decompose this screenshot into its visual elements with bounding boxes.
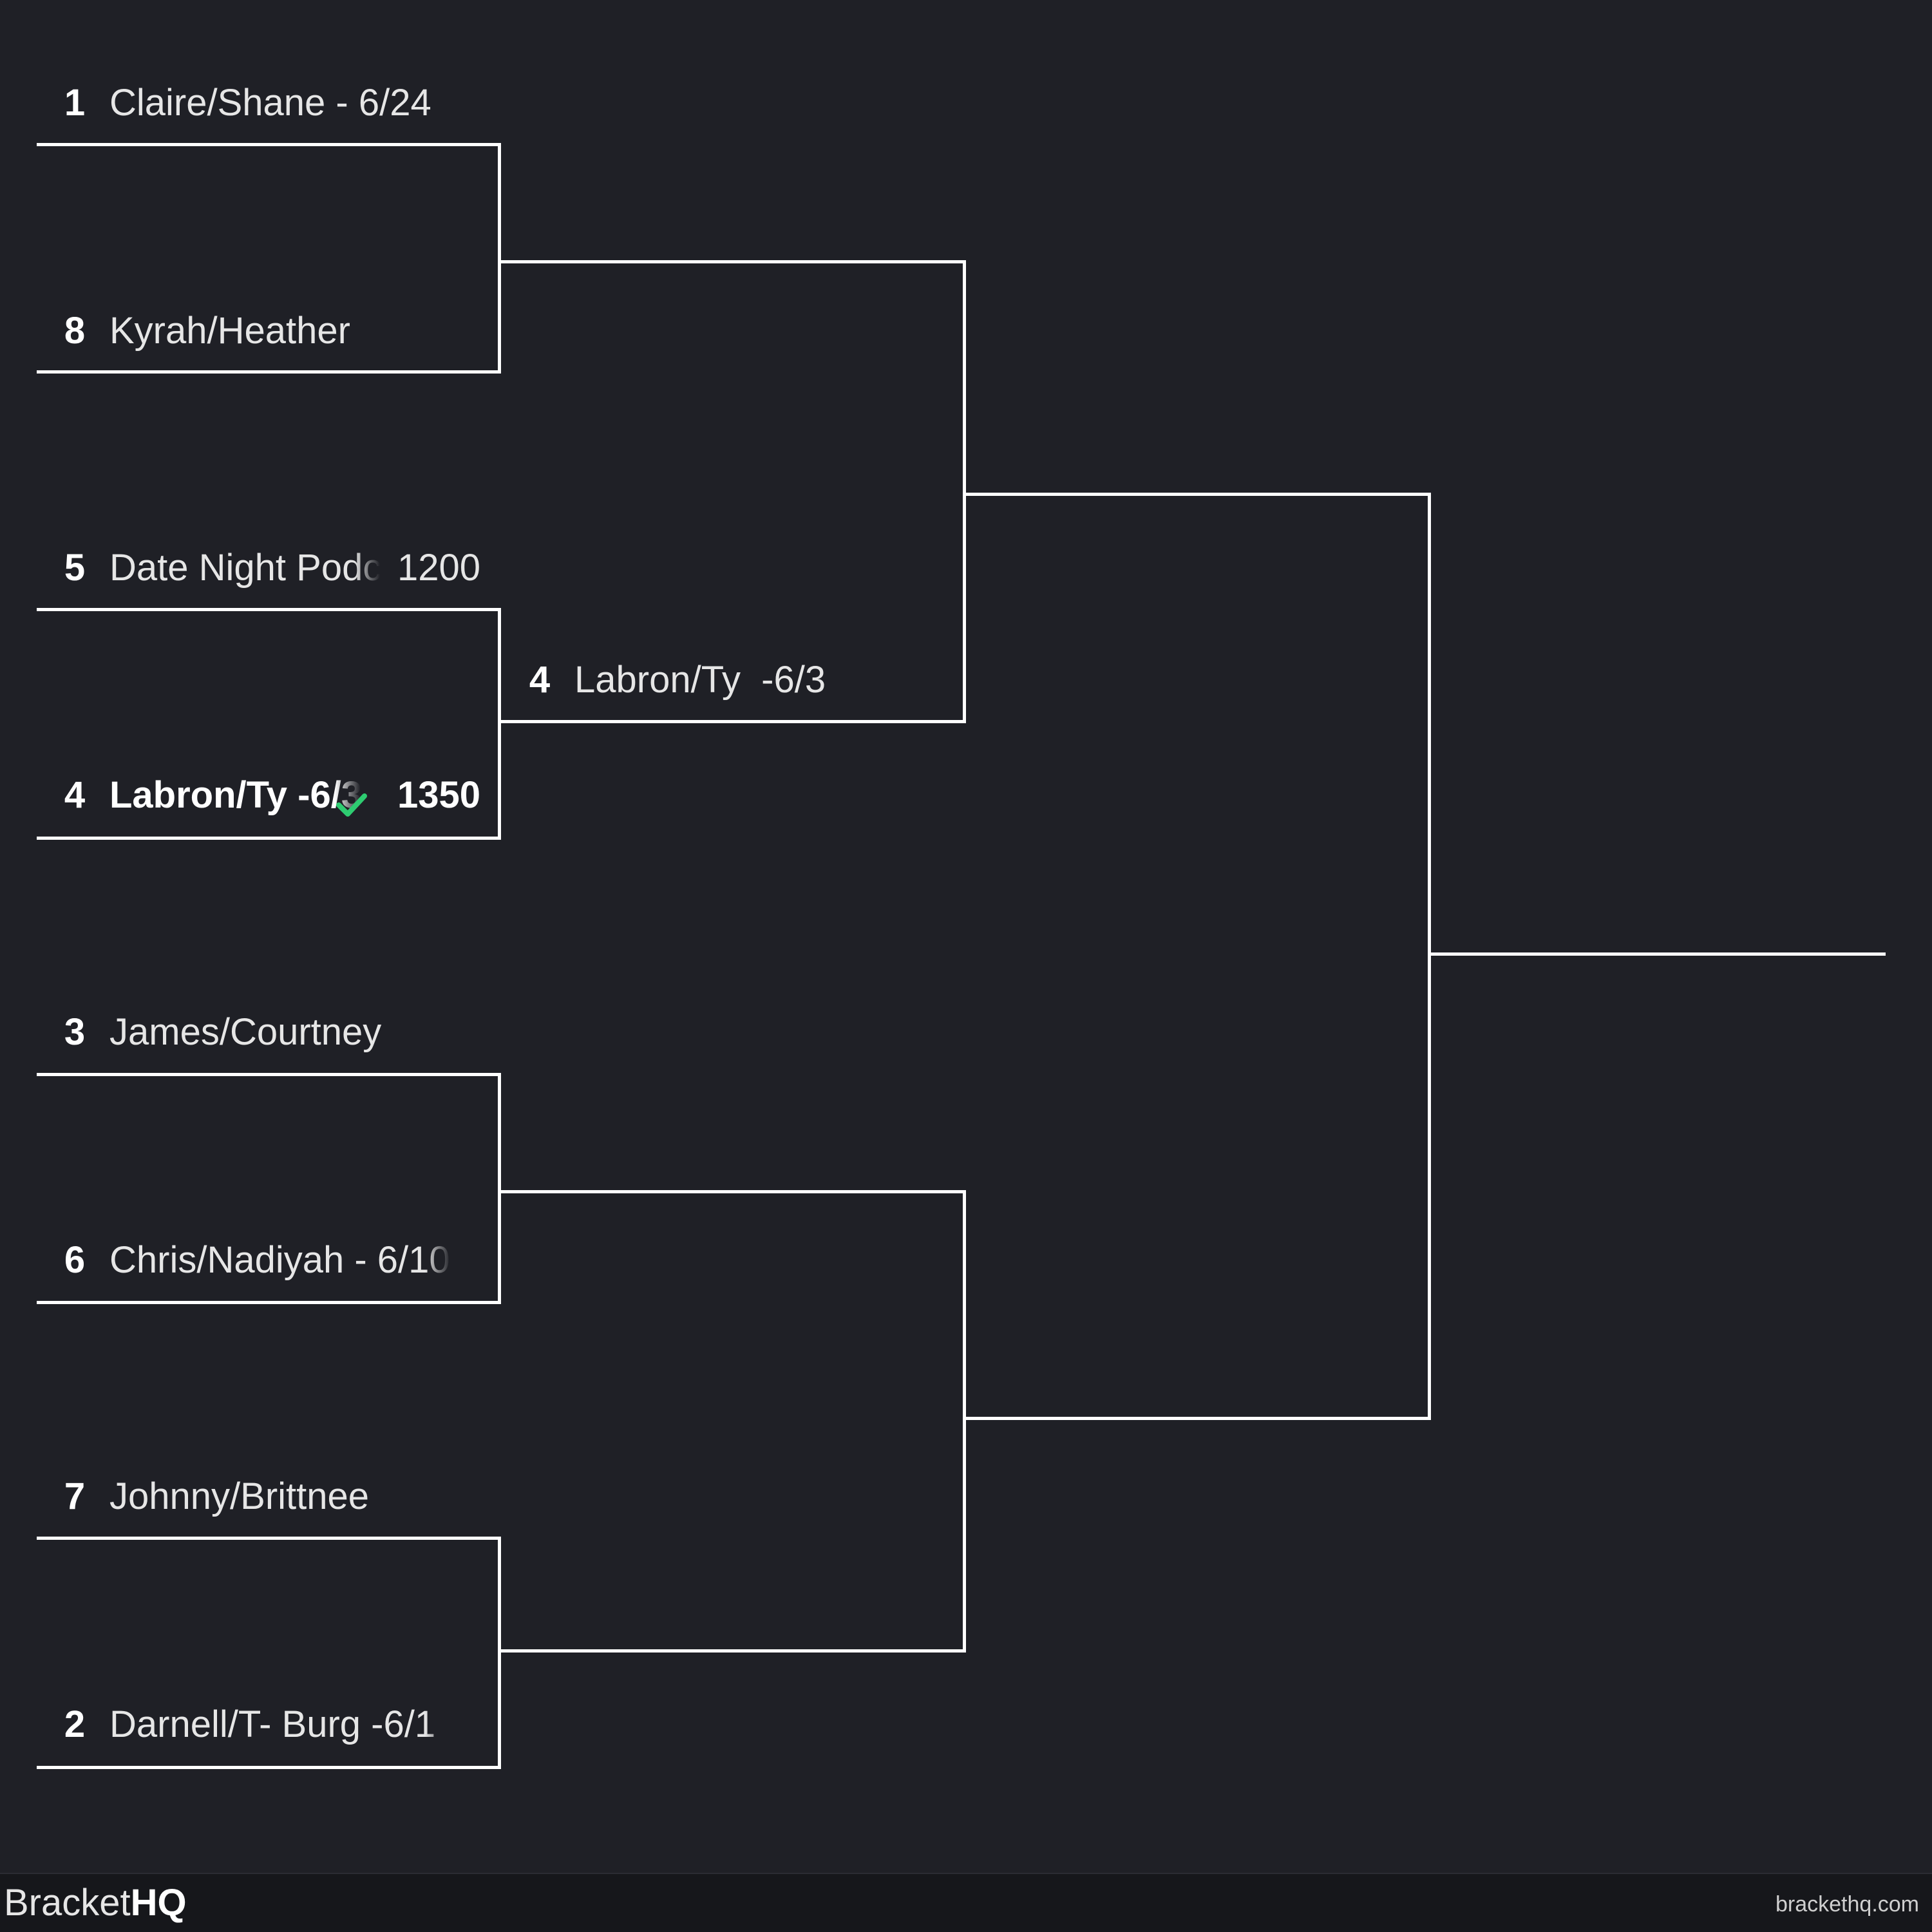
team-slot[interactable]: 7 Johnny/Brittnee xyxy=(55,1471,493,1522)
bracket-line xyxy=(37,143,501,146)
team-seed: 7 xyxy=(64,1475,86,1517)
team-slot[interactable]: 2 Darnell/T- Burg -6/1 xyxy=(55,1699,493,1750)
bracket-line xyxy=(37,1537,501,1540)
bracket-line xyxy=(37,370,501,374)
site-link[interactable]: brackethq.com xyxy=(1776,1892,1919,1917)
team-slot[interactable]: 3 James/Courtney xyxy=(55,1007,493,1058)
bracket-line xyxy=(501,1649,966,1653)
team-name: Chris/Nadiyah - 6/10 xyxy=(109,1235,451,1286)
team-seed: 6 xyxy=(64,1239,86,1281)
team-name: Claire/Shane - 6/24 xyxy=(109,82,431,124)
team-seed: 2 xyxy=(64,1703,86,1745)
team-score: 1350 xyxy=(397,774,480,816)
bracket-line xyxy=(498,1537,501,1769)
team-slot[interactable]: 1 Claire/Shane - 6/24 xyxy=(55,77,493,129)
team-name: Darnell/T- Burg -6/1 xyxy=(109,1699,451,1750)
bracket-line xyxy=(37,837,501,840)
team-name: Date Night Podcast xyxy=(109,542,380,594)
bracket-line xyxy=(37,1766,501,1769)
bracket-line xyxy=(498,143,501,374)
footer: BracketHQ brackethq.com xyxy=(0,1873,1932,1932)
team-name: Labron/Ty -6/3 xyxy=(109,770,361,821)
tournament-bracket: 1 Claire/Shane - 6/24 8 Kyrah/Heather 5 … xyxy=(37,77,1886,1769)
bracket-line-final xyxy=(1431,952,1886,956)
brand-name-bold: HQ xyxy=(130,1882,187,1924)
team-name: Johnny/Brittnee xyxy=(109,1475,370,1517)
bracket-line xyxy=(37,608,501,611)
bracket-line xyxy=(501,720,966,723)
team-seed: 4 xyxy=(529,659,551,701)
team-seed: 1 xyxy=(64,82,86,124)
bracket-line xyxy=(963,260,966,723)
team-slot[interactable]: 4 Labron/Ty -6/3 xyxy=(520,654,958,706)
team-slot[interactable]: 5 Date Night Podcast 1200 xyxy=(55,542,493,594)
bracket-line xyxy=(501,1190,966,1193)
bracket-line xyxy=(37,1073,501,1076)
bracket-line xyxy=(963,1190,966,1653)
team-name: James/Courtney xyxy=(109,1011,382,1053)
team-slot-winner[interactable]: 4 Labron/Ty -6/3 1350 xyxy=(55,770,493,821)
bracket-line xyxy=(498,608,501,840)
team-seed: 5 xyxy=(64,547,86,589)
team-name: Kyrah/Heather xyxy=(109,310,350,352)
brand-name: Bracket xyxy=(4,1882,131,1924)
team-seed: 8 xyxy=(64,310,86,352)
bracket-line xyxy=(966,1417,1431,1420)
team-score: 1200 xyxy=(397,547,480,589)
team-slot[interactable]: 6 Chris/Nadiyah - 6/10 xyxy=(55,1235,493,1286)
bracket-line xyxy=(37,1301,501,1304)
team-seed: 3 xyxy=(64,1011,86,1053)
brand-logo[interactable]: BracketHQ xyxy=(4,1880,187,1926)
bracket-line xyxy=(501,260,966,263)
check-icon xyxy=(335,781,368,817)
team-name: Labron/Ty -6/3 xyxy=(574,659,826,701)
bracket-line xyxy=(966,493,1431,496)
bracket-line xyxy=(1428,493,1431,1420)
team-seed: 4 xyxy=(64,774,86,816)
bracket-line xyxy=(498,1073,501,1304)
team-slot[interactable]: 8 Kyrah/Heather xyxy=(55,305,493,357)
